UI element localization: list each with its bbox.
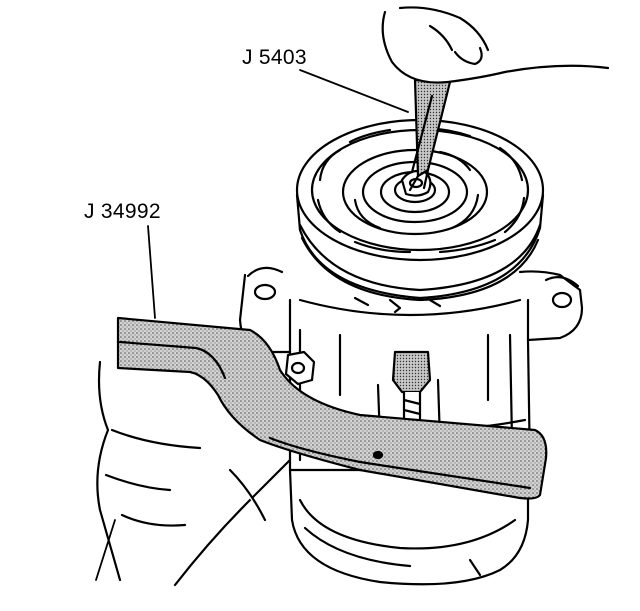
pulley [295,118,545,302]
callout-j34992: J 34992 [84,200,161,223]
fixture-j34992 [116,316,548,500]
callout-j5403: J 5403 [242,46,307,69]
leader-lines [95,69,409,581]
hand-top [381,6,610,84]
compressor-lower-housing [288,468,530,586]
hand-left [96,360,297,587]
